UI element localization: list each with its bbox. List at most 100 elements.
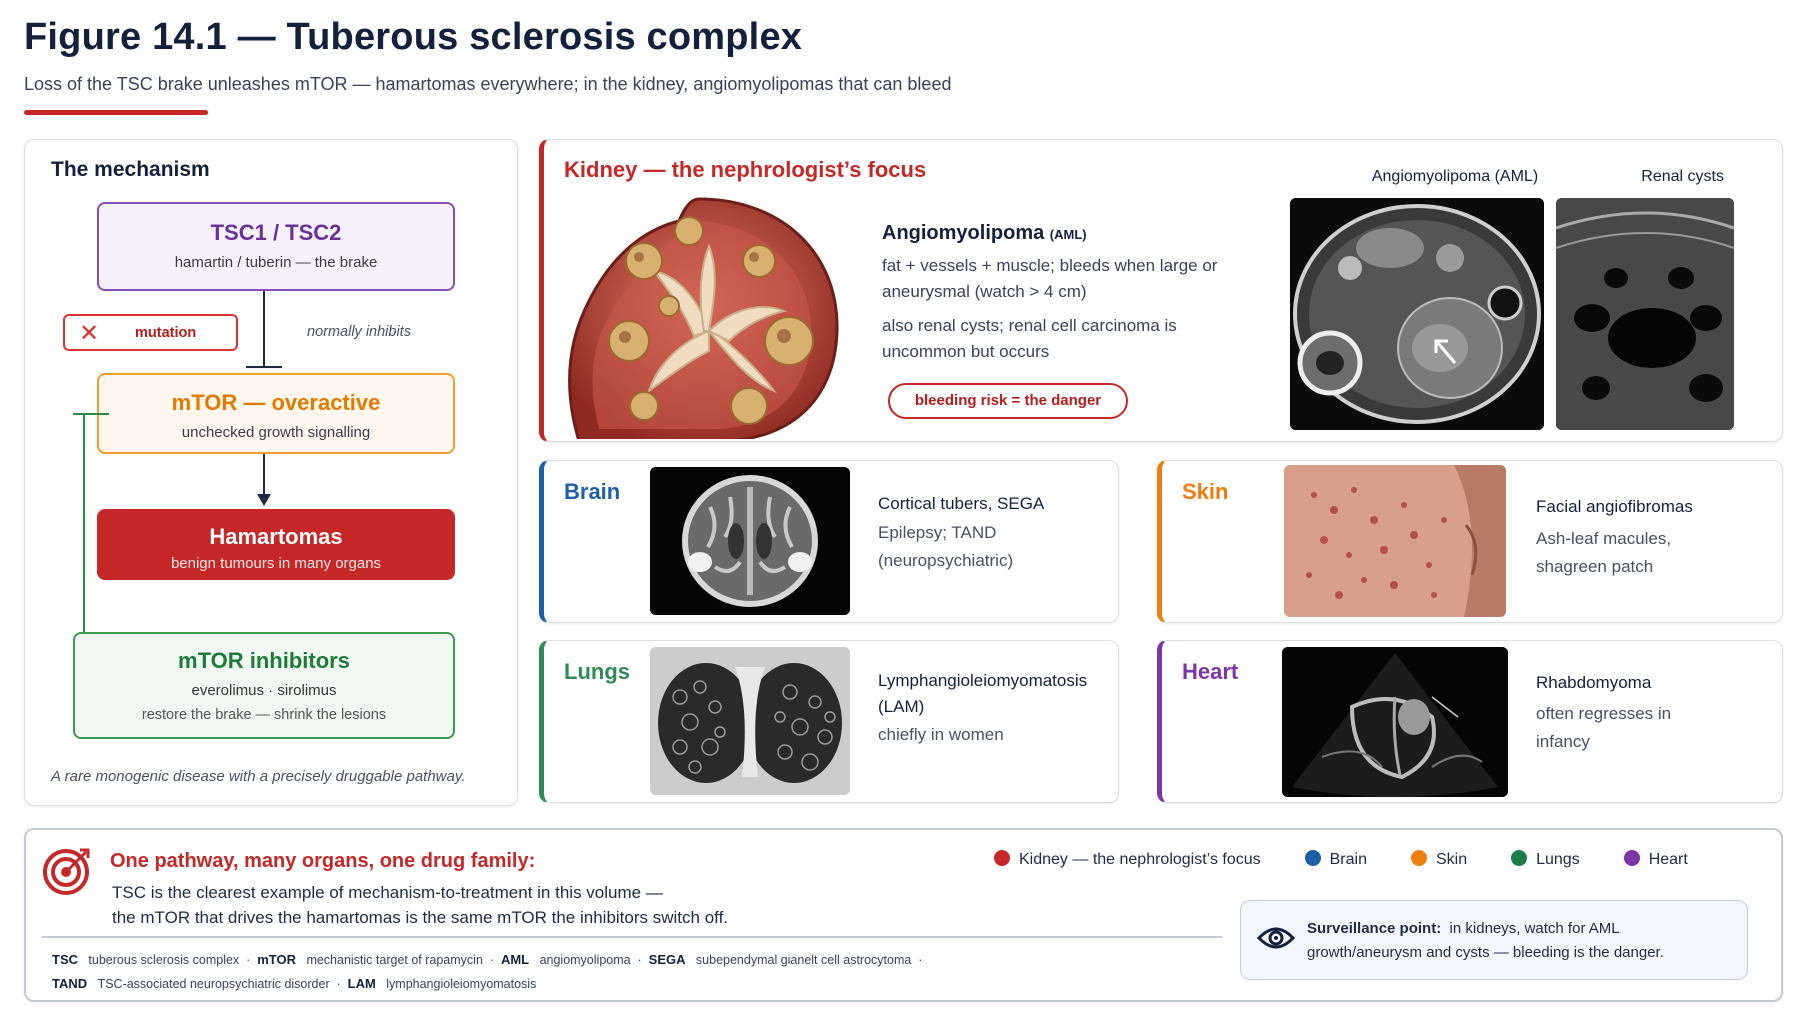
inhibitors-box: mTOR inhibitors everolimus · sirolimus r… [73,632,455,739]
skin-line2: Ash-leaf macules, [1536,529,1672,548]
skin-title: Skin [1182,479,1229,504]
abbr-term: TSC [52,952,78,967]
legend-item: Skin [1410,850,1468,869]
abbr-definition: mechanistic target of rapamycin [306,953,483,967]
brain-line1: Cortical tubers, SEGA [878,494,1045,513]
abbr-definition: subependymal gianelt cell astrocytoma [695,953,912,967]
inhibit-bar [246,366,282,368]
surveillance-box: Surveillance point: in kidneys, watch fo… [1240,900,1748,980]
aml-heading: Angiomyolipoma (AML) [882,222,1087,245]
lungs-ct-image [650,647,850,795]
legend-dot [1623,850,1640,866]
heart-panel: Heart Rhabdomyoma often regresses in inf… [1157,640,1783,803]
summary-heading: One pathway, many organs, one drug famil… [110,850,536,872]
heart-line1: Rhabdomyoma [1536,673,1652,692]
legend-item: Brain [1304,850,1367,869]
hamartomas-heading: Hamartomas [209,524,343,549]
skin-line1: Facial angiofibromas [1536,497,1693,516]
brain-line3: (neuropsychiatric) [878,551,1014,570]
heart-line3: infancy [1536,732,1590,751]
summary-divider [42,936,1222,938]
inhibitors-drugs: everolimus · sirolimus [191,682,337,699]
abbr-definition: TSC-associated neuropsychiatric disorder [97,977,330,991]
summary-body: TSC is the clearest example of mechanism… [112,880,728,930]
renal-cysts-ultrasound-image [1556,198,1734,430]
mutation-label: mutation [135,325,197,341]
skin-line3: shagreen patch [1536,557,1654,576]
summary-body-line2: the mTOR that drives the hamartomas is t… [112,908,729,927]
lungs-line1: Lymphangioleiomyomatosis [878,671,1088,690]
inhibitor-line [83,413,85,633]
tsc-box: TSC1 / TSC2 hamartin / tuberin — the bra… [97,202,455,291]
heart-echo-image [1282,647,1508,797]
heart-line2: often regresses in [1536,704,1672,723]
lungs-line2: chiefly in women [878,725,1004,744]
mechanism-title: The mechanism [51,158,210,181]
mechanism-footnote: A rare monogenic disease with a precisel… [51,768,466,785]
cross-icon: ✕ [79,320,100,347]
activation-line [263,454,265,496]
renal-description: also renal cysts; renal cell carcinoma i… [882,316,1177,361]
mtor-box: mTOR — overactive unchecked growth signa… [97,373,455,454]
inhibitors-heading: mTOR inhibitors [178,648,350,673]
hamartomas-box: Hamartomas benign tumours in many organs [97,509,455,580]
title-underline [24,110,208,115]
eye-icon [1257,927,1295,949]
brain-title: Brain [564,479,621,504]
skin-photo-image [1284,465,1506,617]
brain-mri-image [650,467,850,615]
summary-panel: One pathway, many organs, one drug famil… [24,828,1783,1002]
brain-panel: Brain Cortical tubers, SEGA Epilepsy; TA… [539,460,1119,623]
tsc-heading: TSC1 / TSC2 [210,220,342,245]
abbr-term: LAM [347,976,376,991]
skin-panel: Skin Facial angiofibromas Ash-leaf macul… [1157,460,1783,623]
surveillance-label: Surveillance point: [1307,920,1442,937]
lungs-line1b: (LAM) [878,697,925,716]
legend-label: Skin [1435,851,1468,868]
mtor-sub: unchecked growth signalling [181,424,371,441]
abbr-definition: angiomyolipoma [539,953,631,967]
lungs-title: Lungs [564,659,630,684]
aml-image-caption: Angiomyolipoma (AML) [1371,168,1539,185]
legend-dot [1410,850,1427,866]
abbreviations-row2: TAND TSC-associated neuropsychiatric dis… [52,976,537,991]
heart-title: Heart [1182,659,1239,684]
legend-item: Lungs [1511,850,1580,869]
abbr-term: mTOR [257,952,297,967]
summary-body-line1: TSC is the clearest example of mechanism… [112,883,663,902]
figure-title: Figure 14.1 — Tuberous sclerosis complex [24,16,803,58]
abbr-term: SEGA [648,952,686,967]
legend-label: Kidney — the nephrologist’s focus [1019,851,1261,868]
kidney-title: Kidney — the nephrologist’s focus [564,157,927,182]
inhibitors-effect: restore the brake — shrink the lesions [141,707,387,723]
mechanism-panel: The mechanism TSC1 / TSC2 hamartin / tub… [24,139,518,806]
legend-dot [1304,850,1321,866]
inhibit-line [263,291,265,367]
legend-dot [1511,850,1528,866]
aml-description: fat + vessels + muscle; bleeds when larg… [882,256,1218,301]
abbr-term: TAND [52,976,88,991]
brain-line2: Epilepsy; TAND [878,523,997,542]
legend-label: Heart [1648,851,1688,868]
cysts-image-caption: Renal cysts [1641,168,1724,185]
tsc-sub: hamartin / tuberin — the brake [174,254,378,271]
kidney-illustration [559,191,849,439]
legend-label: Brain [1329,851,1367,868]
inhibits-label: normally inhibits [307,324,411,340]
surveillance-body: in kidneys, watch for AML growth/aneurys… [1307,920,1664,961]
hamartomas-sub: benign tumours in many organs [170,555,382,572]
arrow-down-icon [257,494,271,506]
aml-heading-text: Angiomyolipoma [882,222,1045,244]
organ-legend: Kidney — the nephrologist’s focus Brain Sk… [994,850,1732,869]
legend-label: Lungs [1536,851,1580,868]
bleeding-risk-badge: bleeding risk = the danger [888,383,1128,419]
legend-dot [994,850,1010,866]
mutation-box: ✕ mutation [63,314,238,351]
figure-subtitle: Loss of the TSC brake unleashes mTOR — h… [24,74,952,94]
aml-heading-abbr: (AML) [1049,227,1087,242]
abbr-definition: tuberous sclerosis complex [88,953,240,967]
abbr-term: AML [500,952,530,967]
aml-ct-image [1290,198,1544,430]
mtor-heading: mTOR — overactive [171,390,381,415]
inhibitor-bar [73,413,109,415]
